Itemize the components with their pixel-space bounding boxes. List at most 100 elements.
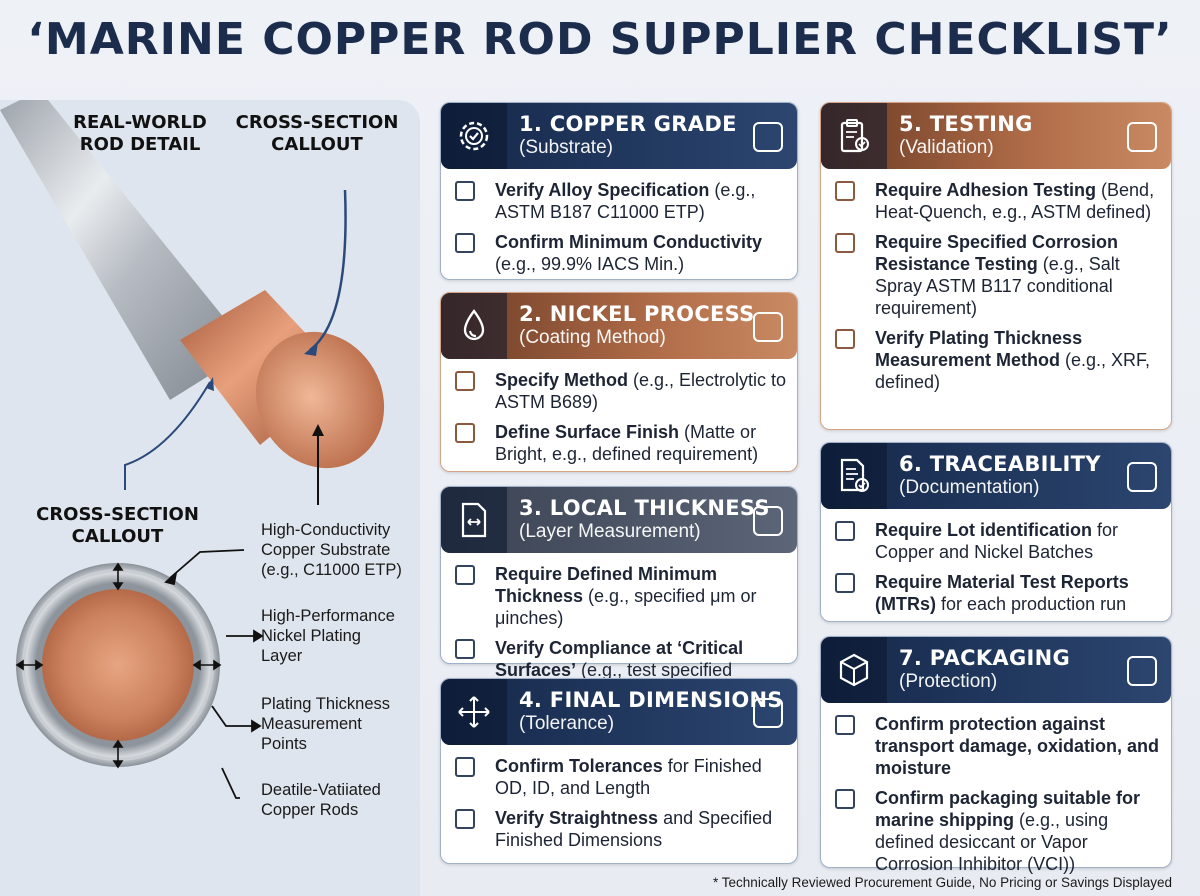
- checklist-item[interactable]: Verify Alloy Specification (e.g., ASTM B…: [455, 179, 787, 223]
- item-requirement: Verify Compliance at ‘Critical Surfaces’: [495, 638, 744, 680]
- footer-note: * Technically Reviewed Procurement Guide…: [713, 875, 1172, 890]
- card-title: 2. NICKEL PROCESS: [519, 302, 755, 326]
- card-subtitle: (Documentation): [899, 477, 1040, 498]
- rod-copper-face: [255, 331, 385, 469]
- item-checkbox[interactable]: [455, 423, 475, 443]
- checklist-card-2: 2. NICKEL PROCESS(Coating Method) Specify…: [440, 292, 798, 472]
- card-subtitle: (Protection): [899, 671, 998, 692]
- package-box-icon: [821, 637, 887, 703]
- card-title: 3. LOCAL THICKNESS: [519, 496, 770, 520]
- item-requirement: Verify Straightness: [495, 808, 659, 828]
- plating-drop-icon: [441, 293, 507, 359]
- checklist-items: Verify Alloy Specification (e.g., ASTM B…: [455, 179, 787, 283]
- card-header: 3. LOCAL THICKNESS(Layer Measurement): [441, 487, 797, 553]
- card-header: 2. NICKEL PROCESS(Coating Method): [441, 293, 797, 359]
- checklist-card-6: 6. TRACEABILITY(Documentation) Require Lo…: [820, 442, 1172, 622]
- item-requirement: Specify Method: [495, 370, 629, 390]
- checklist-item[interactable]: Confirm protection against transport dam…: [835, 713, 1161, 779]
- item-checkbox[interactable]: [455, 565, 475, 585]
- checklist-item[interactable]: Confirm packaging suitable for marine sh…: [835, 787, 1161, 875]
- card-header: 1. COPPER GRADE(Substrate): [441, 103, 797, 169]
- item-checkbox[interactable]: [835, 789, 855, 809]
- checklist-card-4: 4. FINAL DIMENSIONS(Tolerance) Confirm To…: [440, 678, 798, 864]
- item-requirement: Verify Plating Thickness Measurement Met…: [875, 328, 1083, 370]
- item-requirement: Require Lot identification: [875, 520, 1093, 540]
- item-requirement: Require Defined Minimum Thickness: [495, 564, 718, 606]
- item-checkbox[interactable]: [835, 715, 855, 735]
- item-checkbox[interactable]: [455, 639, 475, 659]
- item-detail: (e.g., 99.9% IACS Min.): [495, 254, 685, 274]
- rod-illustration: [0, 100, 385, 799]
- checklist-item[interactable]: Require Defined Minimum Thickness (e.g.,…: [455, 563, 787, 629]
- item-detail: (e.g., Electrolytic to ASTM B689): [495, 370, 787, 412]
- item-checkbox[interactable]: [835, 521, 855, 541]
- section-checkbox[interactable]: [753, 122, 783, 152]
- checklist-item[interactable]: Specify Method (e.g., Electrolytic to AS…: [455, 369, 787, 413]
- checklist-item[interactable]: Define Surface Finish (Matte or Bright, …: [455, 421, 787, 465]
- checklist-card-1: 1. COPPER GRADE(Substrate) Verify Alloy S…: [440, 102, 798, 280]
- checklist-item[interactable]: Confirm Minimum Conductivity (e.g., 99.9…: [455, 231, 787, 275]
- item-requirement: Require Adhesion Testing: [875, 180, 1097, 200]
- checklist-item[interactable]: Verify Straightness and Specified Finish…: [455, 807, 787, 851]
- checklist-item[interactable]: Confirm Tolerances for Finished OD, ID, …: [455, 755, 787, 799]
- item-detail: (e.g., using defined desiccant or Vapor …: [875, 810, 1109, 874]
- item-checkbox[interactable]: [835, 329, 855, 349]
- item-checkbox[interactable]: [835, 181, 855, 201]
- card-title: 7. PACKAGING: [899, 646, 1071, 670]
- page-title: ‘MARINE COPPER ROD SUPPLIER CHECKLIST’: [27, 14, 1173, 65]
- section-checkbox[interactable]: [753, 698, 783, 728]
- section-checkbox[interactable]: [1127, 656, 1157, 686]
- checklist-card-5: 5. TESTING(Validation)Require Adhesion T…: [820, 102, 1172, 430]
- checklist-items: Confirm Tolerances for Finished OD, ID, …: [455, 755, 787, 859]
- item-checkbox[interactable]: [455, 809, 475, 829]
- card-title: 6. TRACEABILITY: [899, 452, 1101, 476]
- section-checkbox[interactable]: [753, 312, 783, 342]
- item-requirement: Verify Alloy Specification: [495, 180, 710, 200]
- item-requirement: Confirm Tolerances: [495, 756, 663, 776]
- checklist-item[interactable]: Require Specified Corrosion Resistance T…: [835, 231, 1161, 319]
- item-detail: (e.g., XRF, defined): [875, 350, 1151, 392]
- checklist-items: Require Adhesion Testing (Bend, Heat-Que…: [835, 179, 1161, 401]
- item-detail: (Bend, Heat-Quench, e.g., ASTM defined): [875, 180, 1155, 222]
- checklist-card-7: 7. PACKAGING(Protection) Confirm protecti…: [820, 636, 1172, 874]
- item-checkbox[interactable]: [835, 573, 855, 593]
- card-subtitle: (Layer Measurement): [519, 521, 701, 542]
- item-requirement: Confirm packaging suitable for marine sh…: [875, 788, 1141, 830]
- item-detail: (e.g., Salt Spray ASTM B117 conditional …: [875, 254, 1120, 318]
- dimension-arrows-icon: [441, 679, 507, 745]
- item-checkbox[interactable]: [455, 233, 475, 253]
- section-checkbox[interactable]: [753, 506, 783, 536]
- card-header: 7. PACKAGING(Protection): [821, 637, 1171, 703]
- section-checkbox[interactable]: [1127, 462, 1157, 492]
- checklist-items: Specify Method (e.g., Electrolytic to AS…: [455, 369, 787, 473]
- checklist-items: Require Lot identification for Copper an…: [835, 519, 1161, 623]
- item-checkbox[interactable]: [455, 757, 475, 777]
- item-detail: for Copper and Nickel Batches: [875, 520, 1119, 562]
- item-detail: and Specified Finished Dimensions: [495, 808, 773, 850]
- rod-steel-body: [0, 100, 250, 400]
- card-subtitle: (Substrate): [519, 137, 613, 158]
- item-checkbox[interactable]: [455, 371, 475, 391]
- checklist-item[interactable]: Require Material Test Reports (MTRs) for…: [835, 571, 1161, 615]
- checklist-item[interactable]: Verify Plating Thickness Measurement Met…: [835, 327, 1161, 393]
- card-header: 4. FINAL DIMENSIONS(Tolerance): [441, 679, 797, 745]
- item-checkbox[interactable]: [455, 181, 475, 201]
- item-detail: for Finished OD, ID, and Length: [495, 756, 762, 798]
- card-subtitle: (Tolerance): [519, 713, 615, 734]
- section-checkbox[interactable]: [1127, 122, 1157, 152]
- checklist-card-3: 3. LOCAL THICKNESS(Layer Measurement) Req…: [440, 486, 798, 702]
- checklist-items: Confirm protection against transport dam…: [835, 713, 1161, 883]
- checklist-item[interactable]: Require Lot identification for Copper an…: [835, 519, 1161, 563]
- item-requirement: Require Material Test Reports (MTRs): [875, 572, 1129, 614]
- item-checkbox[interactable]: [835, 233, 855, 253]
- document-measure-icon: [441, 487, 507, 553]
- card-header: 6. TRACEABILITY(Documentation): [821, 443, 1171, 509]
- card-title: 1. COPPER GRADE: [519, 112, 737, 136]
- checklist-item[interactable]: Require Adhesion Testing (Bend, Heat-Que…: [835, 179, 1161, 223]
- item-detail: (e.g., specified μm or μinches): [495, 586, 757, 628]
- card-title: 5. TESTING: [899, 112, 1033, 136]
- item-detail: (e.g., ASTM B187 C11000 ETP): [495, 180, 756, 222]
